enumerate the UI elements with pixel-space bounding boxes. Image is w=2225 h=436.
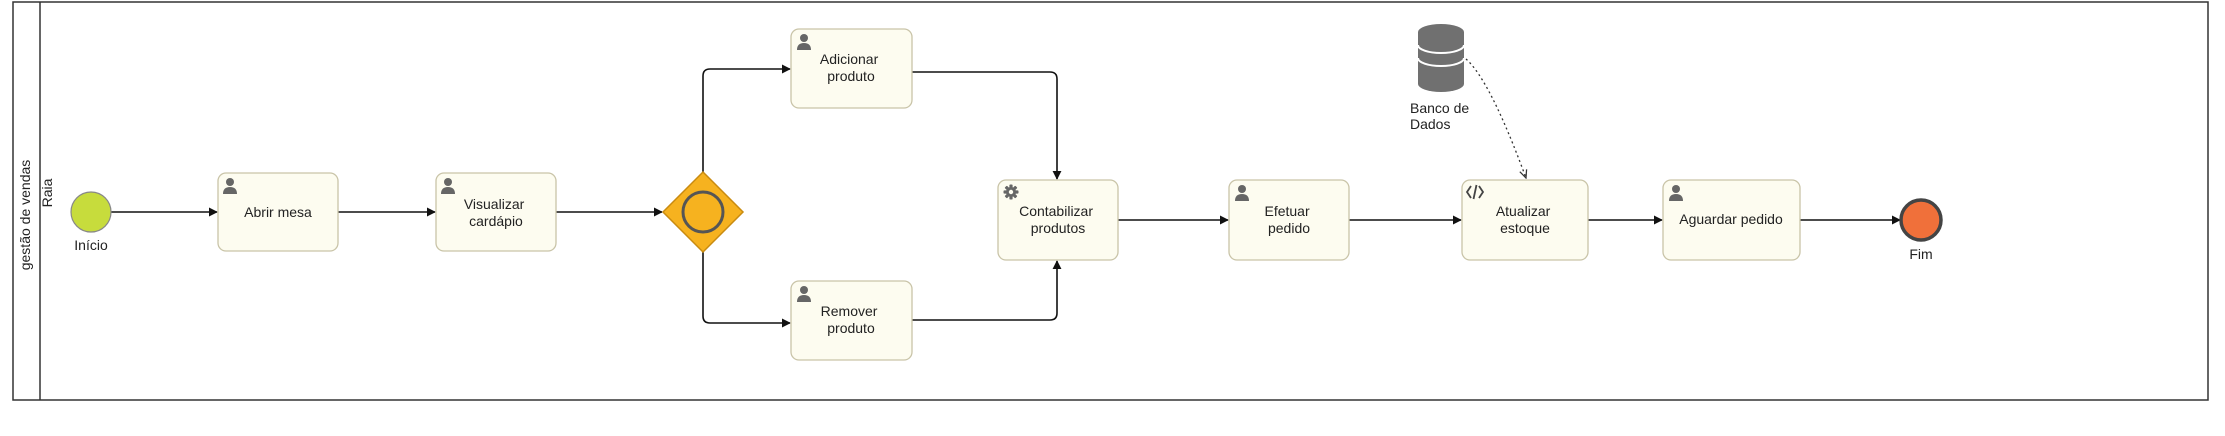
sequence-flows	[111, 58, 1901, 328]
user-icon	[223, 178, 237, 194]
start-event[interactable]	[70, 191, 112, 233]
user-icon	[797, 286, 811, 302]
start-event-label: Início	[74, 237, 108, 253]
task-label: Visualizar cardápio	[464, 196, 528, 229]
task-atualizar-estoque[interactable]: Atualizar estoque	[1461, 179, 1589, 261]
task-label: Contabilizar produtos	[1019, 203, 1097, 236]
task-efetuar-pedido[interactable]: Efetuar pedido	[1228, 179, 1350, 261]
task-label: Abrir mesa	[244, 204, 312, 220]
flow-remover-contabilizar[interactable]	[912, 260, 1062, 321]
database-icon	[1417, 24, 1465, 92]
flow-gateway-adicionar[interactable]	[702, 64, 791, 172]
gateway-circle-marker	[681, 190, 725, 234]
task-label: Efetuar pedido	[1264, 203, 1313, 236]
user-icon	[441, 178, 455, 194]
inclusive-gateway[interactable]	[661, 170, 745, 254]
task-label: Aguardar pedido	[1679, 211, 1783, 227]
task-aguardar-pedido[interactable]: Aguardar pedido	[1662, 179, 1801, 261]
task-adicionar-produto[interactable]: Adicionar produto	[790, 28, 913, 109]
flow-adicionar-contabilizar[interactable]	[912, 71, 1062, 180]
user-icon	[1235, 185, 1249, 201]
user-icon	[797, 34, 811, 50]
task-visualizar-cardapio[interactable]: Visualizar cardápio	[435, 172, 557, 252]
user-icon	[1669, 185, 1683, 201]
task-label: Atualizar estoque	[1496, 203, 1554, 236]
pool-label: gestão de vendas	[17, 160, 33, 271]
end-event-label: Fim	[1909, 246, 1932, 262]
task-remover-produto[interactable]: Remover produto	[790, 280, 913, 361]
end-event[interactable]	[1899, 198, 1943, 242]
task-abrir-mesa[interactable]: Abrir mesa	[217, 172, 339, 252]
script-icon	[1465, 184, 1485, 200]
task-label: Adicionar produto	[820, 51, 882, 84]
lane-label: Raia	[39, 178, 55, 207]
task-label: Remover produto	[821, 303, 882, 336]
flow-gateway-remover[interactable]	[702, 252, 791, 328]
task-contabilizar-produtos[interactable]: Contabilizar produtos	[997, 179, 1119, 261]
gear-icon	[1003, 184, 1019, 200]
datastore-label: Banco de Dados	[1410, 100, 1473, 132]
datastore-banco-de-dados[interactable]: Banco de Dados	[1410, 24, 1473, 132]
